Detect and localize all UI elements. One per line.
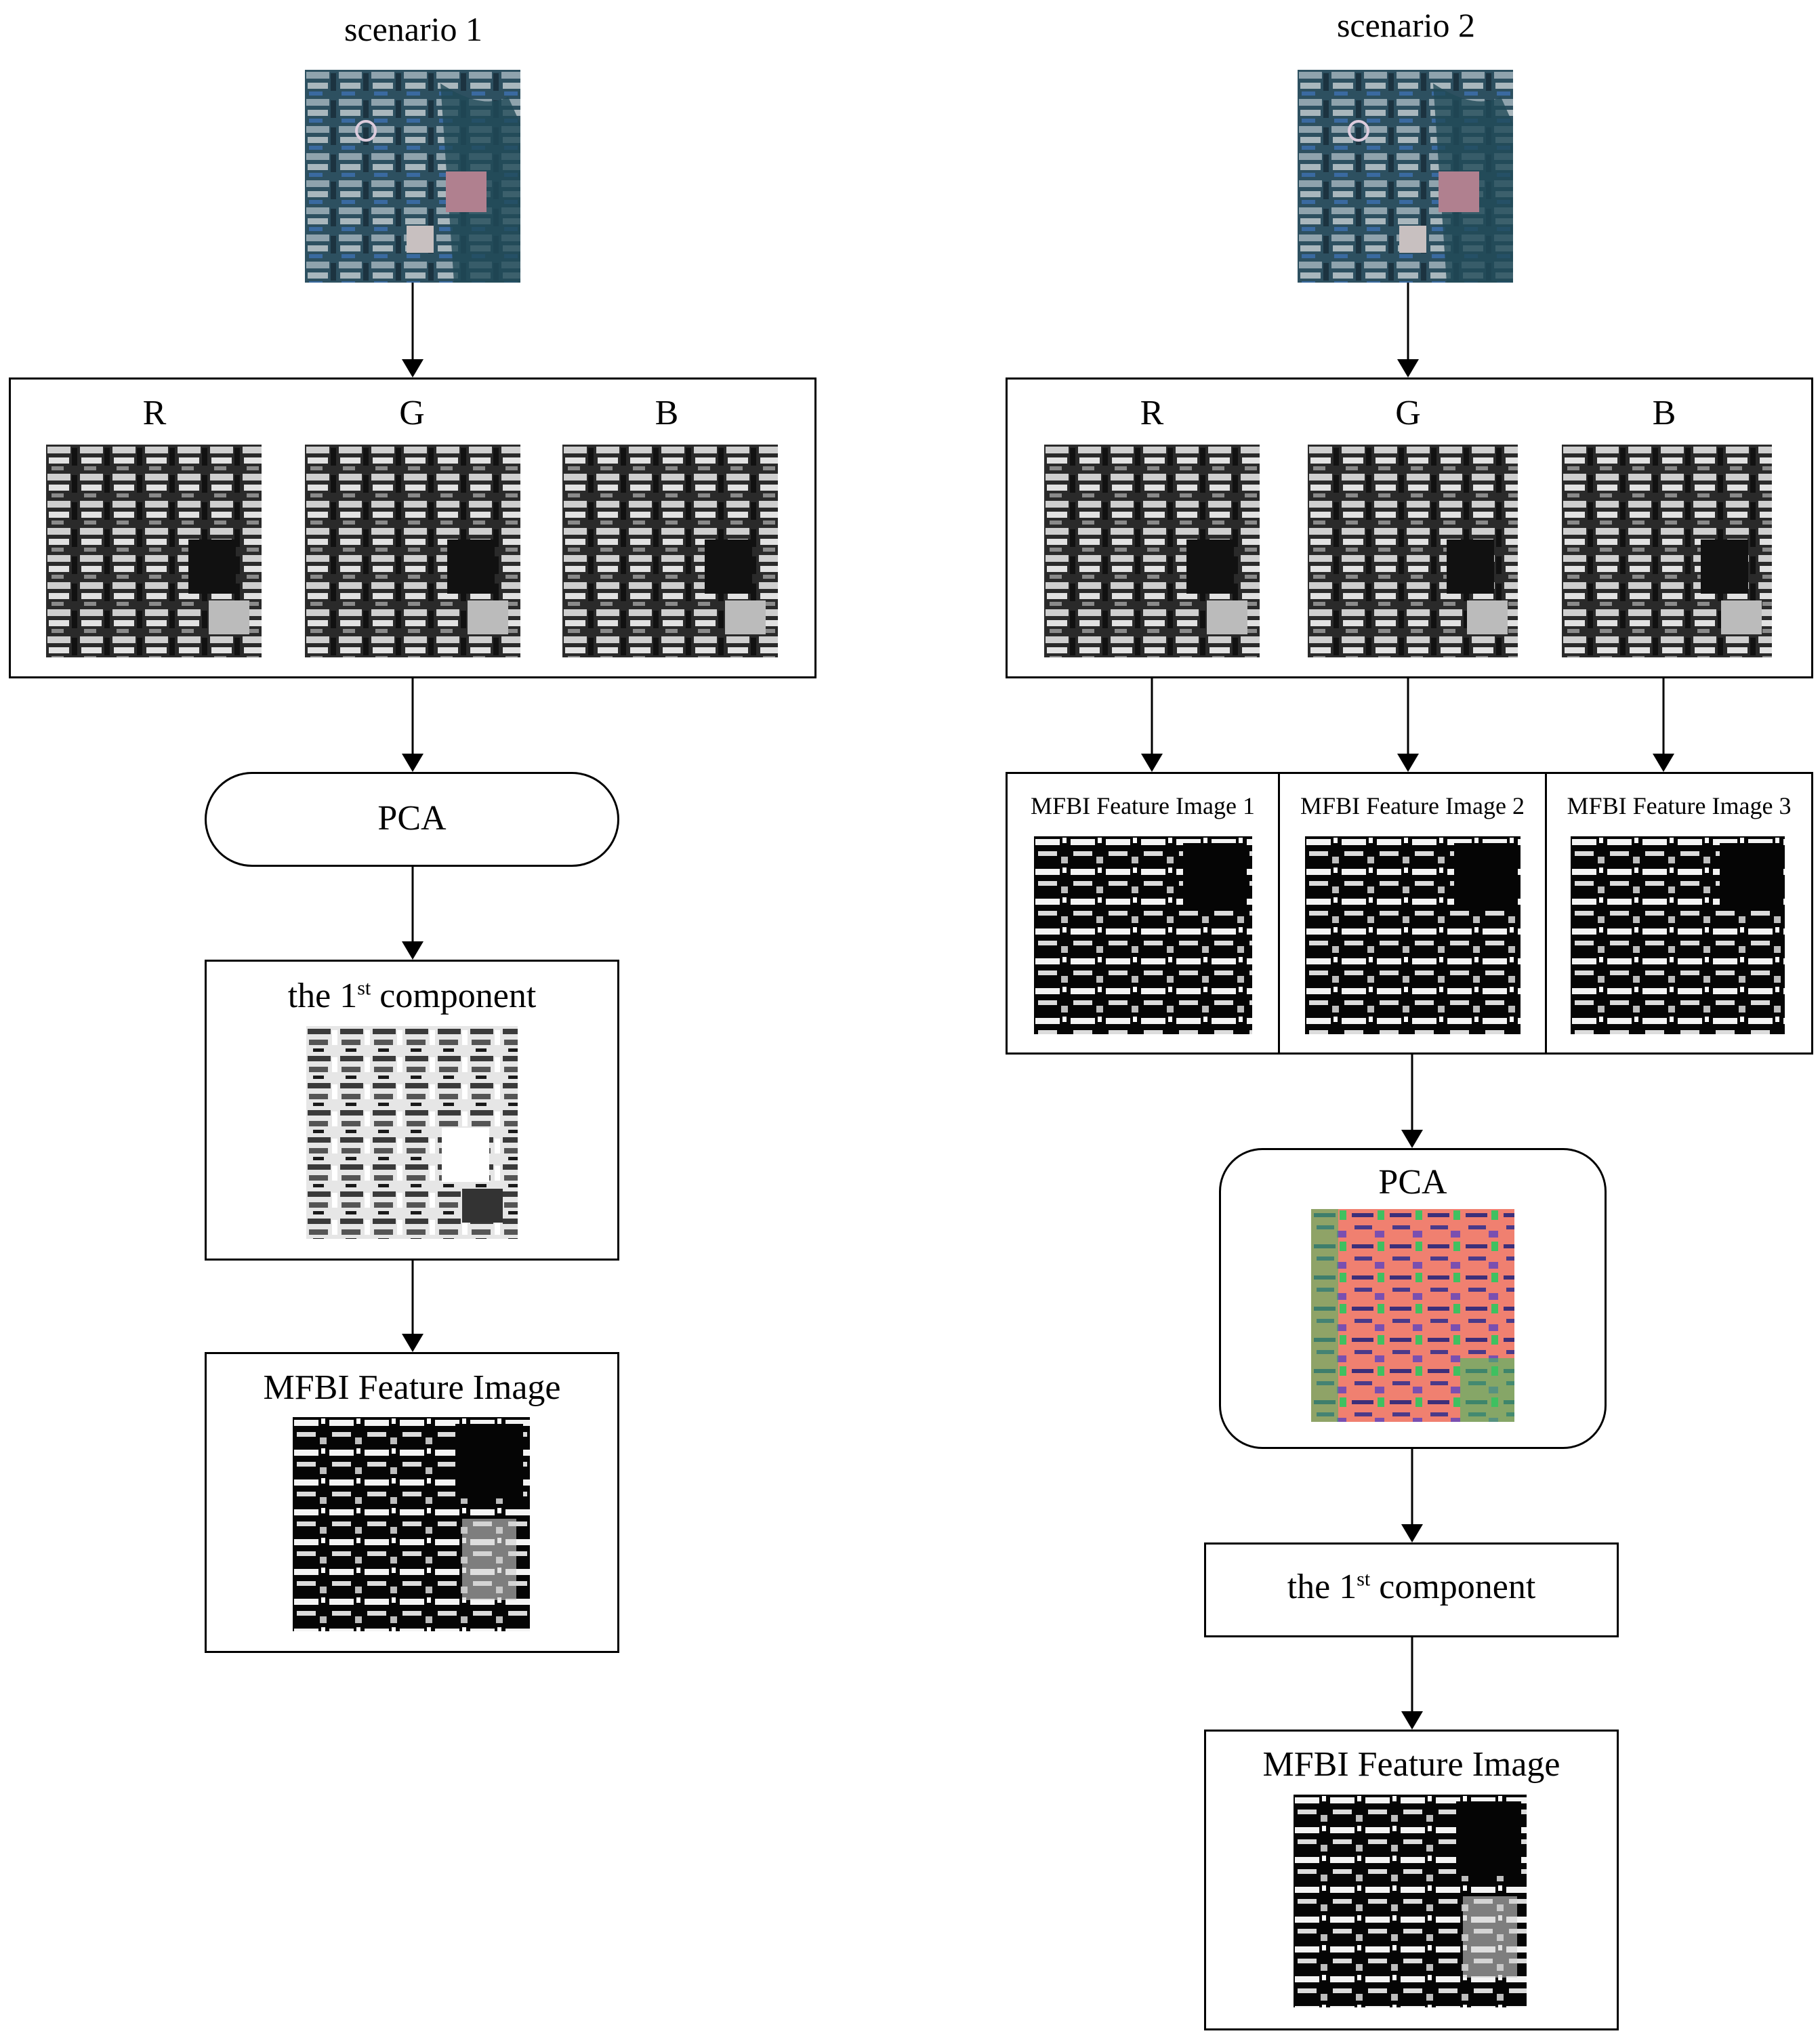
scenario-1-component-label: the 1st component: [205, 976, 619, 1016]
scenario-2-feature-label: MFBI Feature Image: [1262, 1745, 1560, 1784]
scenario-2-pca-image: [1311, 1209, 1514, 1422]
scenario-1-component-image: [306, 1026, 518, 1239]
scenario-1-feature-image: [293, 1417, 530, 1631]
scenario-1-rgb-image: [305, 70, 520, 283]
scenario-1-band-b-image: [562, 445, 778, 657]
scenario-2-feature-image-2: [1305, 836, 1521, 1034]
scenario-1-pca-label: PCA: [377, 799, 447, 838]
scenario-2-feature-image-2-label: MFBI Feature Image 2: [1300, 792, 1525, 819]
scenario-1-band-g-label: G: [399, 394, 425, 432]
scenario-2-component-node: [1204, 1542, 1619, 1637]
scenario-1-feature-label: MFBI Feature Image: [263, 1368, 561, 1407]
scenario-1-component-prefix: the 1: [287, 977, 358, 1015]
scenario-1-pca-node: [205, 772, 619, 867]
scenario-1-component-sup: st: [357, 977, 371, 1000]
scenario-2-component-prefix: the 1: [1287, 1568, 1357, 1606]
scenario-2-title: scenario 2: [1336, 6, 1476, 44]
scenario-2-feature-image-3-label: MFBI Feature Image 3: [1567, 792, 1792, 819]
scenario-1-component-suffix: component: [371, 977, 537, 1015]
scenario-1-band-b-label: B: [655, 394, 679, 432]
scenario-1-title: scenario 1: [344, 10, 483, 48]
scenario-2-feature-image-1-label: MFBI Feature Image 1: [1031, 792, 1255, 819]
scenario-2-feature-divider-1: [1278, 772, 1280, 1055]
scenario-2-band-g-image: [1308, 445, 1518, 657]
scenario-1-band-r-label: R: [142, 394, 167, 432]
scenario-2-feature-image: [1294, 1795, 1527, 2007]
scenario-2-band-g-label: G: [1395, 394, 1421, 432]
scenario-2-rgb-image: [1298, 70, 1513, 283]
scenario-2-feature-image-1: [1034, 836, 1252, 1034]
scenario-2-feature-image-3: [1571, 836, 1785, 1034]
scenario-2-component-sup: st: [1357, 1568, 1371, 1591]
scenario-2-feature-divider-2: [1545, 772, 1547, 1055]
scenario-2-band-r-label: R: [1140, 394, 1164, 432]
scenario-2-component-suffix: component: [1370, 1568, 1536, 1606]
scenario-2-band-b-image: [1562, 445, 1772, 657]
scenario-2-pca-label: PCA: [1378, 1163, 1447, 1202]
scenario-1-band-g-image: [305, 445, 520, 657]
scenario-1-band-r-image: [46, 445, 262, 657]
scenario-2-component-label: the 1st component: [1204, 1567, 1619, 1607]
scenario-2-band-b-label: B: [1652, 394, 1676, 432]
scenario-2-band-r-image: [1044, 445, 1260, 657]
